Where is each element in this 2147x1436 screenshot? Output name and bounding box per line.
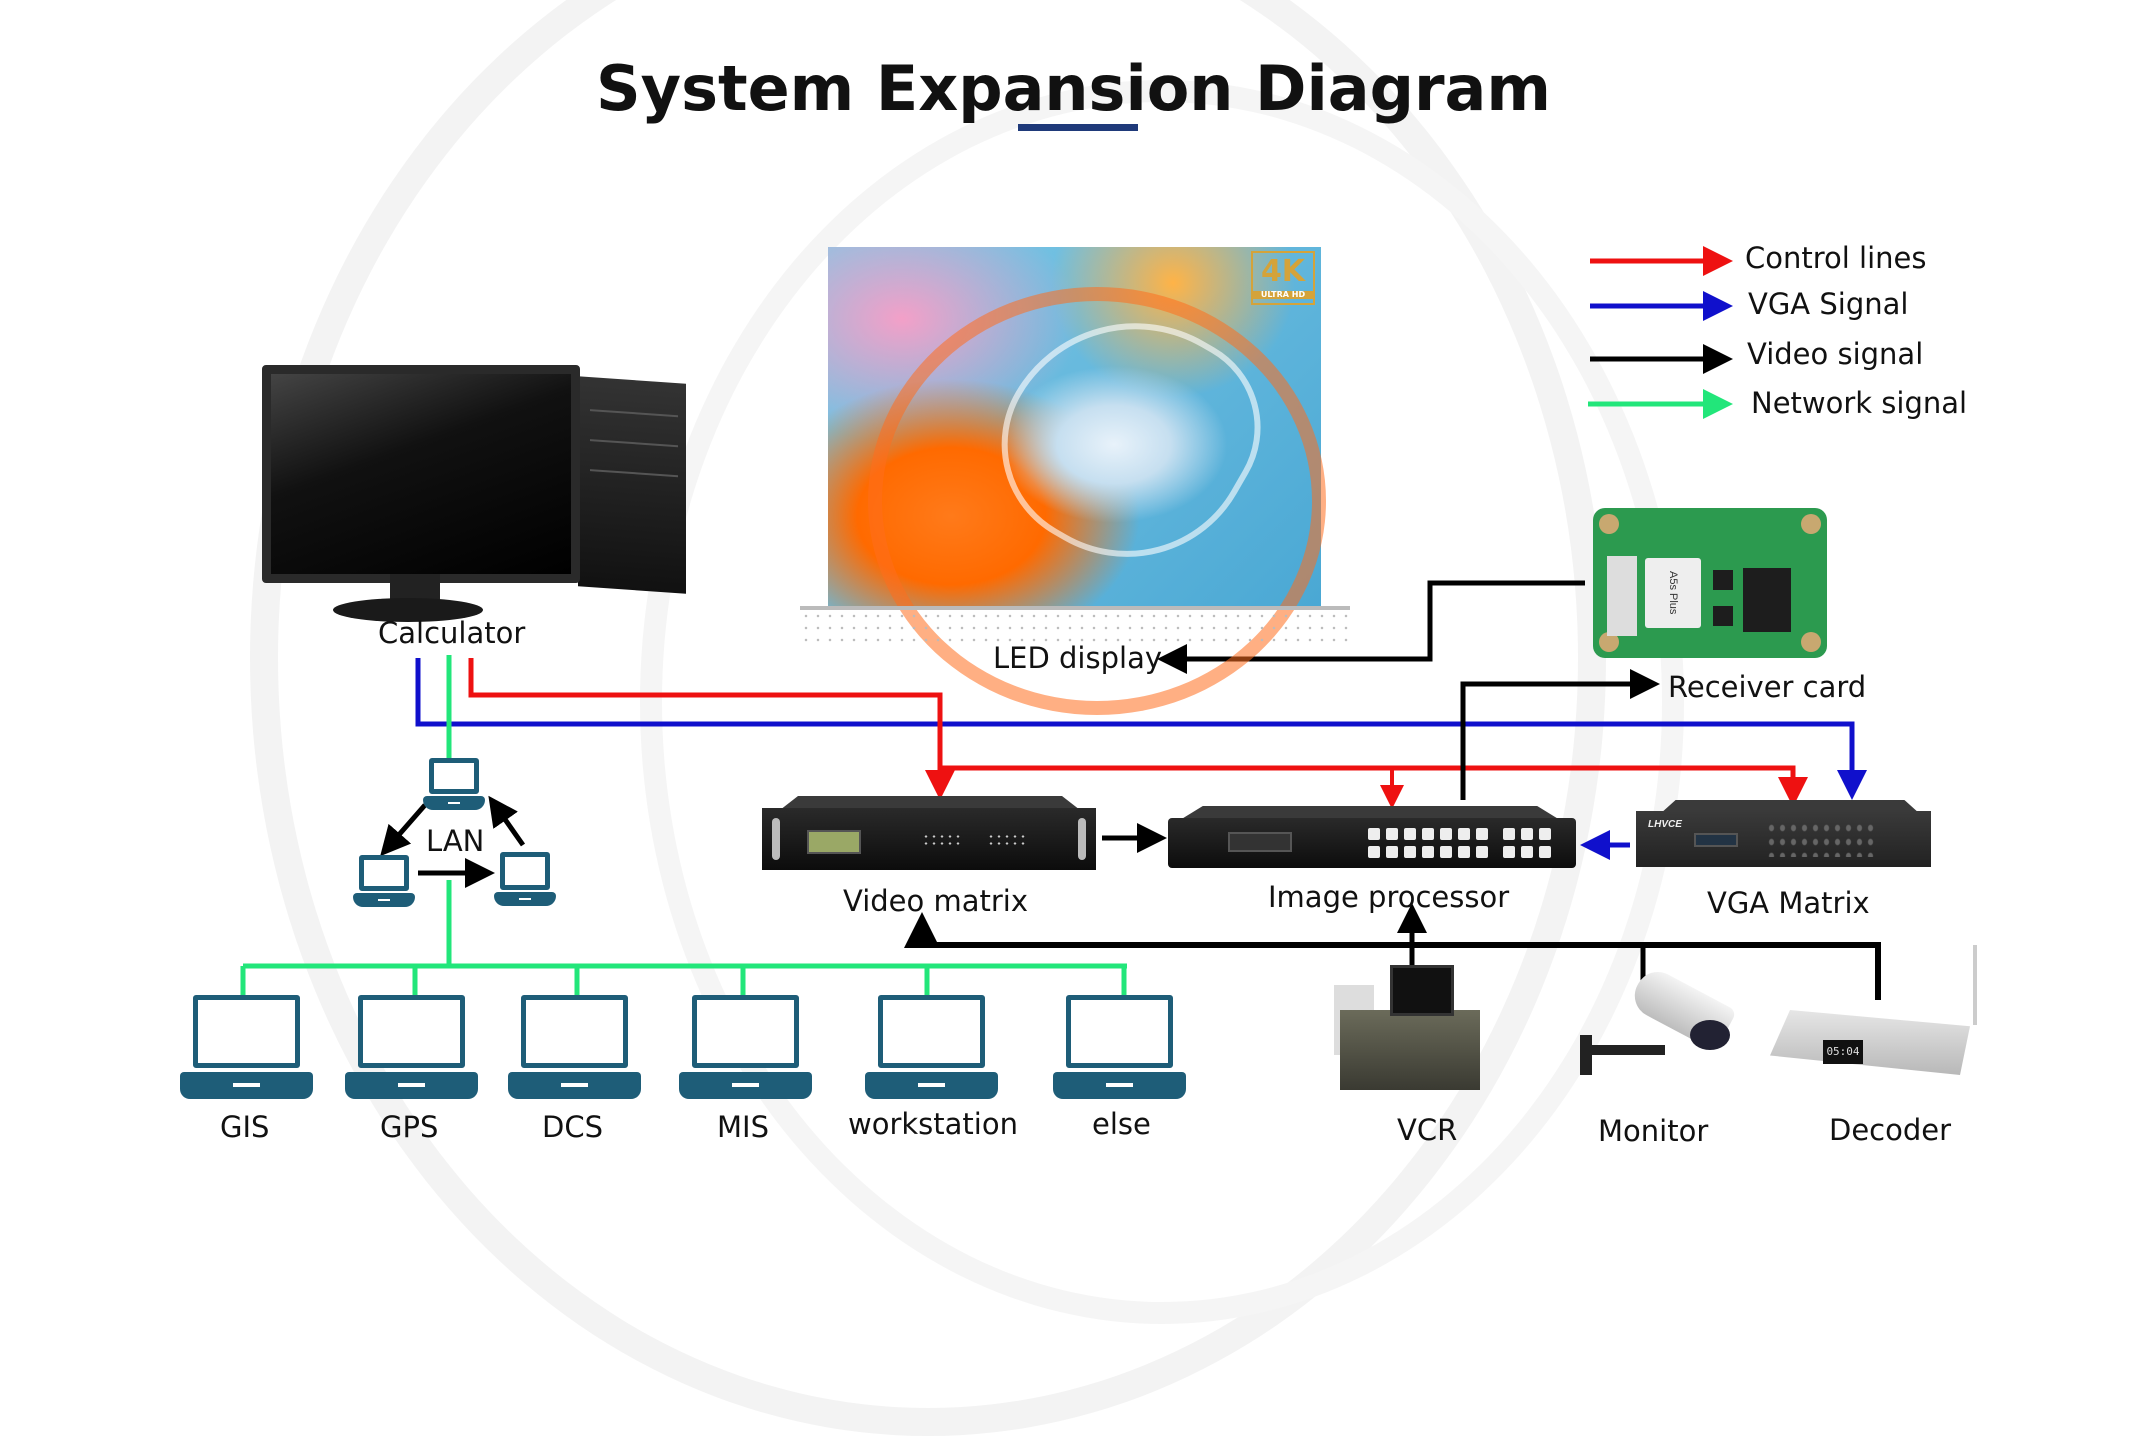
wire-control-bus (940, 765, 1808, 807)
wire-video-receiver-to-led (1157, 580, 1585, 674)
wire-vga-calc-to-vgamatrix (415, 658, 1867, 800)
page-title: System Expansion Diagram (596, 52, 1551, 125)
legend-control-lines: Control lines (1745, 241, 1927, 275)
wire-video-sources-bus (904, 912, 1881, 1000)
client-label-workstation: workstation (848, 1107, 1018, 1141)
vcr-label: VCR (1397, 1113, 1458, 1147)
client-label-mis: MIS (717, 1110, 769, 1144)
pc-tower (578, 376, 686, 594)
lan-arrow-top-left (380, 803, 427, 857)
monitor-label: Monitor (1598, 1114, 1709, 1148)
legend-video-signal: Video signal (1747, 337, 1924, 371)
connection-wires (240, 246, 1881, 1000)
decoder-label: Decoder (1829, 1113, 1952, 1147)
receiver-card-label: Receiver card (1668, 670, 1867, 704)
legend-vga-signal: VGA Signal (1748, 287, 1909, 321)
video-matrix-label: Video matrix (843, 884, 1029, 918)
wire-control-calc-to-videomatrix (468, 658, 955, 800)
client-label-dcs: DCS (542, 1110, 603, 1144)
client-laptop-gis (180, 995, 313, 1099)
client-laptop-workstation (865, 995, 998, 1099)
image-processor-label: Image processor (1268, 880, 1510, 914)
client-laptop-mis (679, 995, 812, 1099)
lan-laptop-right (494, 852, 556, 906)
lan-label: LAN (426, 824, 485, 858)
lan-laptop-left (353, 855, 415, 907)
calculator-label: Calculator (378, 616, 526, 650)
client-label-gis: GIS (220, 1110, 270, 1144)
led-display-floor (800, 606, 1350, 644)
client-laptop-dcs (508, 995, 641, 1099)
legend-network-signal: Network signal (1751, 386, 1968, 420)
client-label-else: else (1092, 1107, 1151, 1141)
lan-laptop-top (423, 758, 485, 810)
title-underline (1018, 124, 1138, 131)
receiver-card-board: A5s Plus (1593, 508, 1827, 658)
vga-matrix-label: VGA Matrix (1707, 886, 1870, 920)
client-laptop-else (1053, 995, 1186, 1099)
pc-monitor (262, 365, 580, 583)
wire-video-imageprocessor-to-receiver (1460, 669, 1660, 800)
client-laptop-gps (345, 995, 478, 1099)
client-label-gps: GPS (380, 1110, 439, 1144)
led-display-label: LED display (993, 641, 1163, 675)
wire-network-drops (240, 966, 1127, 995)
lan-arrow-right-up (488, 795, 526, 847)
